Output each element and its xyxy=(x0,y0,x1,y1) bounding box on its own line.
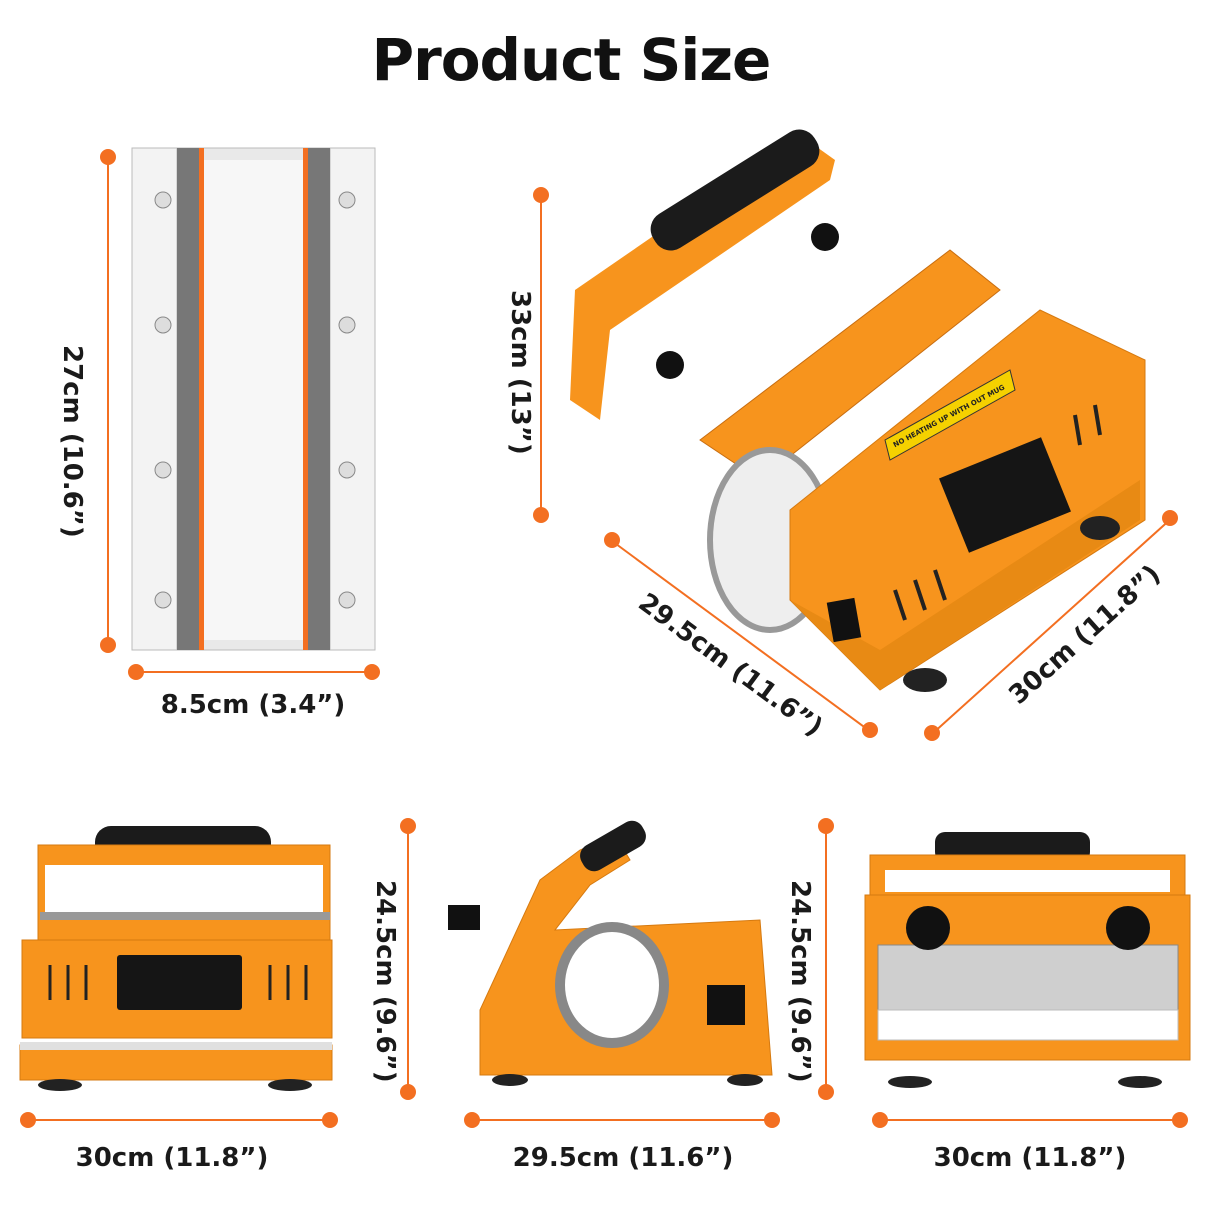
dimension-dot xyxy=(322,1112,338,1128)
dimension-dot xyxy=(604,532,620,548)
dimension-dot xyxy=(924,725,940,741)
dimension-line xyxy=(407,827,409,1093)
dimension-dot xyxy=(872,1112,888,1128)
side-width-label: 29.5cm (11.6”) xyxy=(512,1143,734,1173)
front-width-label: 30cm (11.8”) xyxy=(75,1143,269,1173)
dimension-dot xyxy=(400,1084,416,1100)
dimension-dot xyxy=(464,1112,480,1128)
side-height-label: 24.5cm (9.6”) xyxy=(785,880,815,1083)
dimension-dot xyxy=(764,1112,780,1128)
dimension-dot xyxy=(818,818,834,834)
back-width-label: 30cm (11.8”) xyxy=(933,1143,1127,1173)
dimension-dot xyxy=(1162,510,1178,526)
dimension-line xyxy=(107,158,109,646)
dimension-dot xyxy=(862,722,878,738)
dimension-line xyxy=(136,671,372,673)
front-height-label: 24.5cm (9.6”) xyxy=(370,880,400,1083)
dimension-dot xyxy=(400,818,416,834)
heat-plate-image xyxy=(131,147,376,651)
dimension-dot xyxy=(818,1084,834,1100)
heat-plate-width-label: 8.5cm (3.4”) xyxy=(160,690,346,720)
dimension-dot xyxy=(1172,1112,1188,1128)
dimension-dot xyxy=(533,187,549,203)
dimension-dot xyxy=(100,149,116,165)
mug-press-side-image xyxy=(448,820,773,1086)
page-title: Product Size xyxy=(371,26,772,94)
dimension-line xyxy=(825,827,827,1093)
dimension-line xyxy=(28,1119,330,1121)
mug-press-front-image xyxy=(19,826,333,1091)
dimension-dot xyxy=(100,637,116,653)
main-height-label: 33cm (13”) xyxy=(505,290,535,455)
dimension-line xyxy=(472,1119,772,1121)
dimension-dot xyxy=(533,507,549,523)
dimension-line xyxy=(880,1119,1180,1121)
heat-plate-height-label: 27cm (10.6”) xyxy=(57,345,87,538)
mug-press-back-image xyxy=(864,832,1191,1088)
mug-press-main-image: NO HEATING UP WITH OUT MUG xyxy=(570,129,1146,692)
dimension-dot xyxy=(20,1112,36,1128)
dimension-line xyxy=(540,196,542,516)
dimension-dot xyxy=(364,664,380,680)
dimension-dot xyxy=(128,664,144,680)
